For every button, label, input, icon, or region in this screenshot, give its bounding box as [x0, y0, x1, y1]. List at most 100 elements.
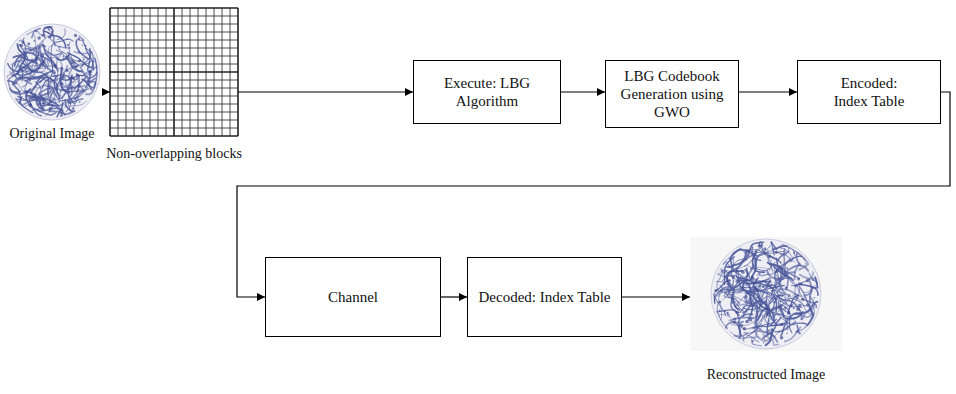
tissue-dot: [30, 101, 31, 102]
tissue-dot: [42, 102, 44, 104]
process-box: LBG Codebook Generation using GWO: [605, 60, 739, 128]
tissue-dot: [780, 336, 783, 339]
tissue-dot: [41, 63, 44, 66]
tissue-strand: [61, 110, 63, 117]
tissue-dot: [758, 273, 760, 275]
tissue-dot: [61, 86, 63, 88]
tissue-dot: [781, 292, 782, 293]
tissue-strand: [57, 29, 65, 40]
tissue-dot: [793, 307, 795, 309]
tissue-dot: [48, 35, 51, 38]
tissue-dot: [767, 330, 769, 332]
tissue-dot: [780, 301, 782, 303]
tissue-dot: [67, 44, 69, 46]
flow-arrow: [739, 91, 797, 92]
tissue-strand: [774, 267, 786, 293]
tissue-dot: [758, 284, 761, 287]
tissue-strand: [727, 251, 747, 267]
tissue-dot: [724, 310, 726, 312]
grid-line: [110, 96, 238, 97]
tissue-dot: [78, 51, 80, 53]
tissue-dot: [726, 288, 728, 290]
grid-line: [110, 71, 238, 73]
grid-line: [110, 104, 238, 105]
figure-caption: Reconstructed Image: [705, 367, 828, 384]
tissue-dot: [741, 286, 744, 289]
tissue-dot: [787, 311, 789, 313]
tissue-dot: [76, 96, 78, 98]
tissue-strand: [10, 88, 25, 93]
tissue-dot: [738, 311, 740, 313]
tissue-dot: [806, 303, 809, 306]
box-label: Encoded: Index Table: [825, 74, 913, 110]
tissue-dot: [24, 90, 27, 93]
tissue-strand: [57, 52, 63, 81]
tissue-strand: [755, 323, 778, 342]
tissue-strand: [67, 56, 75, 76]
tissue-dot: [62, 55, 64, 57]
tissue-strand: [782, 245, 789, 253]
tissue-strand: [744, 250, 772, 268]
tissue-dot: [77, 37, 80, 40]
tissue-strand: [733, 298, 740, 310]
tissue-dot: [728, 279, 729, 280]
tissue-dot: [775, 271, 777, 273]
tissue-dot: [67, 38, 69, 40]
tissue-dot: [724, 295, 726, 297]
grid-line: [110, 120, 238, 121]
tissue-strand: [15, 94, 35, 100]
tissue-dot: [760, 303, 762, 305]
tissue-dot: [43, 61, 46, 64]
tissue-dot: [752, 282, 754, 284]
tissue-dot: [21, 96, 22, 97]
tissue-strand: [27, 100, 56, 115]
tissue-dot: [67, 100, 71, 104]
tissue-dot: [780, 284, 782, 286]
tissue-dot: [796, 330, 798, 332]
grid-line: [110, 135, 238, 137]
tissue-strand: [759, 247, 782, 264]
tissue-strand: [767, 251, 789, 258]
tissue-strand: [81, 54, 91, 67]
grid-line: [110, 88, 238, 89]
tissue-dot: [812, 279, 814, 281]
tissue-dot: [77, 85, 80, 88]
tissue-strand: [35, 82, 41, 96]
tissue-dot: [35, 30, 37, 32]
tissue-dot: [775, 251, 778, 254]
grid-line: [182, 8, 183, 136]
tissue-strand: [751, 312, 776, 317]
tissue-dot: [770, 328, 773, 331]
tissue-strand: [82, 79, 91, 89]
tissue-strand: [719, 314, 731, 317]
tissue-disc: [4, 24, 100, 120]
tissue-strand: [62, 74, 79, 101]
grid-line: [237, 8, 239, 136]
tissue-dot: [27, 43, 30, 46]
tissue-dot: [732, 276, 735, 279]
tissue-dot: [758, 244, 761, 247]
tissue-strand: [68, 88, 74, 103]
tissue-dot: [38, 55, 40, 57]
tissue-dot: [778, 330, 780, 332]
tissue-disc: [711, 239, 821, 349]
process-box: Channel: [265, 257, 441, 337]
box-label: LBG Codebook Generation using GWO: [619, 67, 725, 121]
flow-arrow: [102, 91, 110, 92]
tissue-dot: [70, 61, 73, 64]
tissue-dot: [88, 80, 89, 81]
tissue-dot: [742, 311, 744, 313]
tissue-strand: [48, 80, 54, 102]
tissue-strand: [800, 275, 817, 283]
tissue-dot: [37, 36, 40, 39]
box-content: Encoded: Index Table: [825, 74, 913, 110]
tissue-dot: [30, 92, 32, 94]
tissue-dot: [82, 44, 84, 46]
tissue-dot: [787, 311, 790, 314]
tissue-strand: [762, 296, 782, 322]
tissue-dot: [743, 327, 746, 330]
tissue-dot: [74, 34, 77, 37]
process-box: Execute: LBG Algorithm: [413, 60, 561, 124]
tissue-dot: [786, 333, 788, 335]
tissue-dot: [784, 307, 786, 309]
